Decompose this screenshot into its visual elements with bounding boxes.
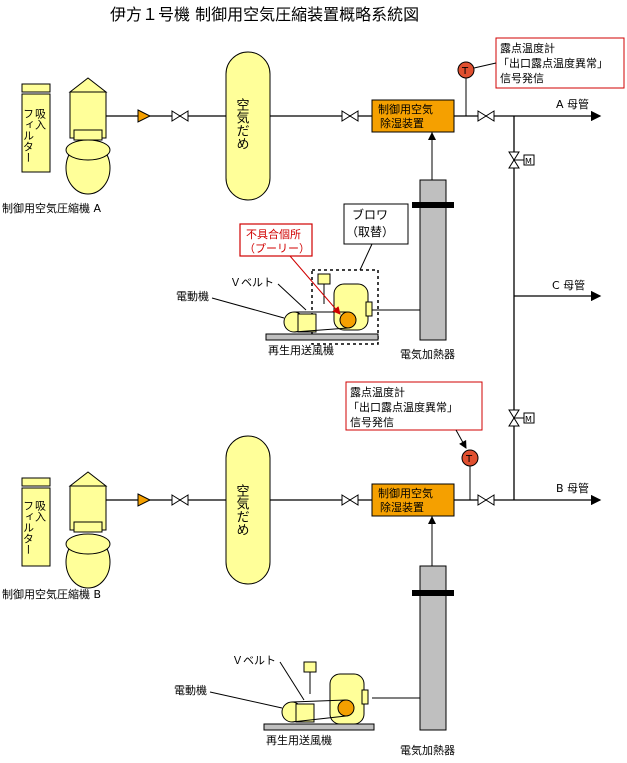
sensor-a-callout-line2: 「出口露点温度異常」 — [498, 56, 608, 70]
filter-b-label-1: 吸入 — [34, 500, 47, 522]
dewpoint-sensor-b — [461, 449, 479, 467]
motor-valve-1-symbol: M — [525, 157, 532, 166]
belt-b-label: Ｖベルト — [232, 654, 276, 667]
header-b-label: B 母管 — [556, 481, 589, 495]
valve-cross-1: M — [508, 151, 535, 169]
filter-a-label-1: 吸入 — [34, 108, 47, 130]
unit-a: 吸入 フィルター 制御用空気圧縮機 A 空気だめ 制御用空気 除湿装置 — [2, 37, 625, 361]
sensor-a-callout-line1: 露点温度計 — [500, 41, 555, 55]
header-a-label: A 母管 — [556, 97, 589, 111]
dryer-a — [371, 99, 455, 133]
motor-valve-2-symbol: M — [525, 415, 532, 424]
check-valve-b — [137, 493, 152, 507]
dryer-a-label-1: 制御用空気 — [378, 102, 433, 116]
air-tank-b — [225, 435, 271, 585]
valve-b1 — [171, 494, 189, 506]
belt-a-label: Ｖベルト — [230, 276, 274, 289]
sensor-b-callout — [345, 381, 483, 431]
motor-a-label: 電動機 — [176, 289, 209, 303]
motor-b-label: 電動機 — [174, 683, 207, 697]
defect-callout-line2: （プーリー） — [244, 242, 310, 255]
compressor-b-label: 制御用空気圧縮機 B — [2, 587, 101, 601]
header-c-label: C 母管 — [552, 278, 585, 292]
heater-b-label: 電気加熱器 — [400, 743, 455, 757]
blower-b — [329, 673, 365, 725]
valve-b3 — [477, 494, 495, 506]
dewpoint-sensor-a — [457, 61, 475, 79]
pulley-a — [339, 311, 357, 329]
valve-b2 — [341, 494, 359, 506]
filter-b-label-2: フィルター — [22, 500, 35, 555]
pulley-b — [337, 699, 355, 717]
dryer-b — [371, 483, 455, 517]
blower-a-label: 再生用送風機 — [268, 343, 334, 357]
sensor-b-callout-line2: 「出口露点温度異常」 — [348, 400, 458, 414]
check-valve-a — [137, 109, 152, 123]
blower-replaced-callout — [343, 203, 409, 245]
sensor-a-callout-line3: 信号発信 — [500, 71, 544, 85]
diagram-title: 伊方１号機 制御用空気圧縮装置概略系統図 — [110, 5, 419, 24]
defect-callout-line1: 不具合個所 — [246, 227, 301, 241]
unit-b: 吸入 フィルター 制御用空気圧縮機 B 空気だめ 制御用空気 除湿装置 B 母管 — [2, 381, 602, 757]
tank-a-label: 空気だめ — [234, 98, 250, 150]
dryer-b-label-1: 制御用空気 — [378, 486, 433, 500]
defect-callout — [239, 223, 313, 257]
compressor-b — [65, 471, 111, 589]
cross-connect: M C 母管 M — [508, 116, 602, 500]
intake-filter-b: 吸入 フィルター — [21, 477, 51, 567]
dryer-b-label-2: 除湿装置 — [380, 500, 424, 514]
intake-filter-a: 吸入 フィルター — [21, 83, 51, 173]
compressor-a — [65, 77, 111, 195]
sensor-a-callout — [495, 37, 625, 89]
tank-b-label: 空気だめ — [234, 484, 250, 536]
sensor-b-symbol: T — [465, 454, 473, 465]
valve-a3 — [477, 110, 495, 122]
valve-a1 — [171, 110, 189, 122]
sensor-a-symbol: T — [461, 66, 469, 77]
dryer-a-label-2: 除湿装置 — [380, 116, 424, 130]
blower-callout-line2: （取替） — [346, 225, 394, 239]
sensor-b-callout-line1: 露点温度計 — [350, 385, 405, 399]
heater-a-label: 電気加熱器 — [400, 347, 455, 361]
compressor-a-label: 制御用空気圧縮機 A — [2, 201, 101, 215]
blower-b-label: 再生用送風機 — [266, 733, 332, 747]
filter-a-label-2: フィルター — [22, 108, 35, 163]
air-tank-a — [225, 51, 271, 201]
blower-a-replaced-zone — [311, 269, 379, 345]
valve-a2 — [341, 110, 359, 122]
blower-callout-line1: ブロワ — [352, 207, 388, 222]
valve-cross-2: M — [508, 409, 535, 427]
sensor-b-callout-line3: 信号発信 — [350, 415, 394, 429]
